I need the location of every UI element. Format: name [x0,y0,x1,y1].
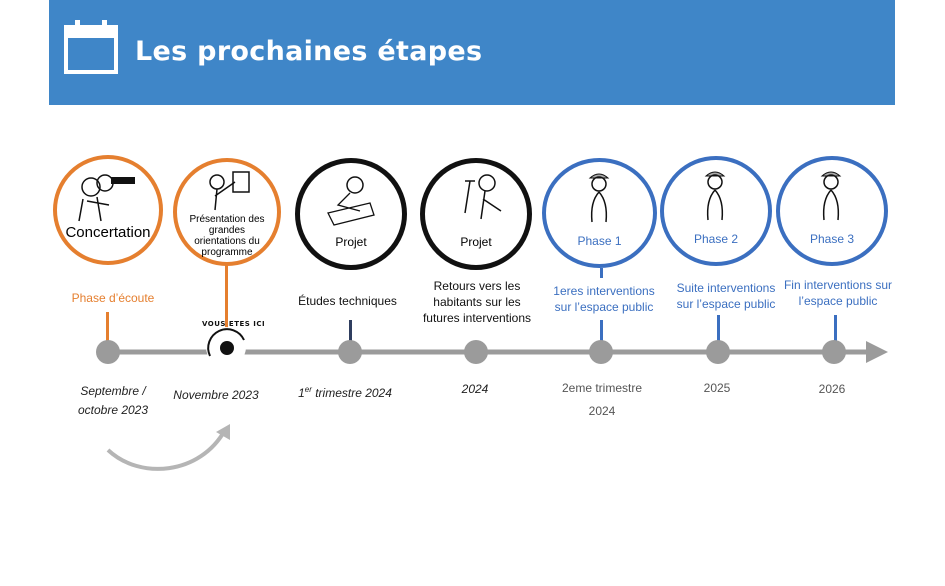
stem-3 [349,320,352,352]
worker-icon [588,173,610,223]
step-date-1: Septembre / octobre 2023 [77,384,149,417]
step-label-1: Phase d’écoute [71,291,155,305]
timeline-dot [589,340,613,364]
step-circle-text: Phase 2 [693,232,739,246]
step-circle-text: Projet [335,235,367,249]
step-circle-presentation: Présentation des grandes orientations du… [173,158,281,266]
stem-1 [106,312,109,352]
step-circle-text: Phase 1 [577,234,622,248]
page-title: Les prochaines étapes [135,36,483,67]
timeline-dot [464,340,488,364]
stem-5b [600,320,603,352]
step-label-4: Retours vers les habitants sur les futur… [422,279,532,325]
step-circle-concertation: Concertation [53,155,163,265]
step-date-4: 2024 [461,382,489,396]
step-date-6: 2025 [703,381,731,395]
step-circle-projet-2: Projet [420,158,532,270]
timeline-dot [96,340,120,364]
step-circle-text: Concertation [65,224,151,241]
timeline-dot [822,340,846,364]
header-banner: Les prochaines étapes [49,0,895,105]
step-circle-phase-2: Phase 2 [660,156,772,266]
step-label-3: Études techniques [298,294,397,308]
stem-2 [225,265,228,335]
step-label-5: 1eres interventions sur l’espace public [553,284,655,314]
step-circle-text: Phase 3 [809,232,855,246]
step-label-6: Suite interventions sur l’espace public [676,281,776,311]
step-date-7: 2026 [818,382,846,396]
calendar-icon [64,20,118,74]
step-date-3: 1er trimestre 2024 [298,385,392,400]
stem-7 [834,315,837,352]
step-circle-text: Projet [460,235,492,249]
you-are-here-text: VOUS ETES ICI [202,320,266,328]
step-circle-text: Présentation des grandes orientations du… [189,214,265,258]
step-date-2: Novembre 2023 [173,388,259,402]
drawing-person-icon [327,176,375,226]
timeline-dot [706,340,730,364]
presenter-icon [209,171,250,211]
binoculars-person-icon [78,174,135,222]
hammer-person-icon [464,174,502,220]
worker-icon [704,171,726,221]
step-circle-phase-1: Phase 1 [542,158,657,268]
stem-6 [717,315,720,352]
step-date-5: 2eme trimestre 2024 [561,381,643,418]
timeline-dot [338,340,362,364]
stem-5 [600,268,603,278]
step-circle-phase-3: Phase 3 [776,156,888,266]
step-circle-projet-1: Projet [295,158,407,270]
step-label-7: Fin interventions sur l’espace public [783,278,893,308]
worker-icon [820,171,842,221]
